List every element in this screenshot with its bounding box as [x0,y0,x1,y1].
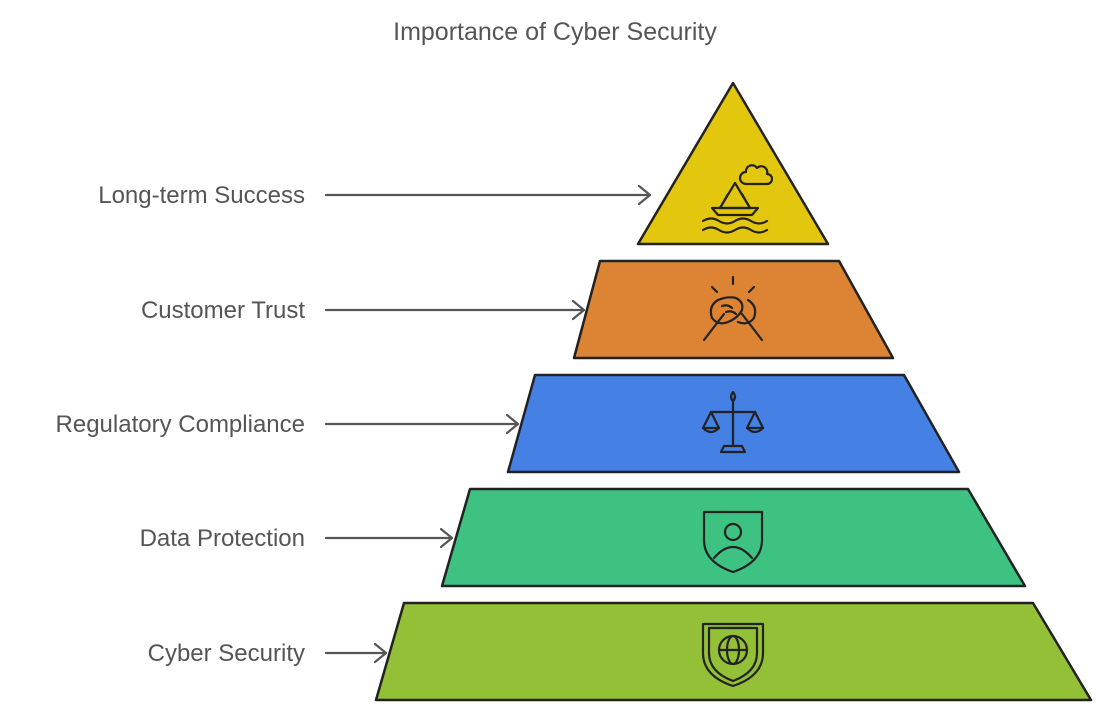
arrow-icon [324,642,388,664]
label-regulatory-compliance: Regulatory Compliance [56,411,520,438]
label-text-customer-trust: Customer Trust [141,297,305,324]
tier-cyber-security [374,601,1093,702]
scales-icon [701,390,765,454]
label-text-long-term-success: Long-term Success [98,182,305,209]
arrow-icon [324,299,586,321]
label-text-regulatory-compliance: Regulatory Compliance [56,411,305,438]
user-shield-icon [702,510,764,574]
globe-shield-icon [701,622,765,688]
handshake-icon [702,275,764,342]
boat-cloud-icon [701,164,774,234]
tier-customer-trust [572,259,895,360]
label-customer-trust: Customer Trust [141,297,586,324]
label-text-cyber-security: Cyber Security [148,640,305,667]
label-long-term-success: Long-term Success [98,182,652,209]
tier-regulatory-compliance [506,373,961,474]
tier-shape-data-protection [440,487,1027,588]
tier-long-term-success [636,81,830,246]
tier-data-protection [440,487,1027,588]
tier-shape-cyber-security [374,601,1093,702]
arrow-icon [324,184,652,206]
tier-shape-long-term-success [636,81,830,246]
label-data-protection: Data Protection [140,525,454,552]
arrow-icon [324,413,520,435]
label-cyber-security: Cyber Security [148,640,388,667]
diagram-title: Importance of Cyber Security [393,18,717,46]
tier-shape-customer-trust [572,259,895,360]
label-text-data-protection: Data Protection [140,525,305,552]
arrow-icon [324,527,454,549]
